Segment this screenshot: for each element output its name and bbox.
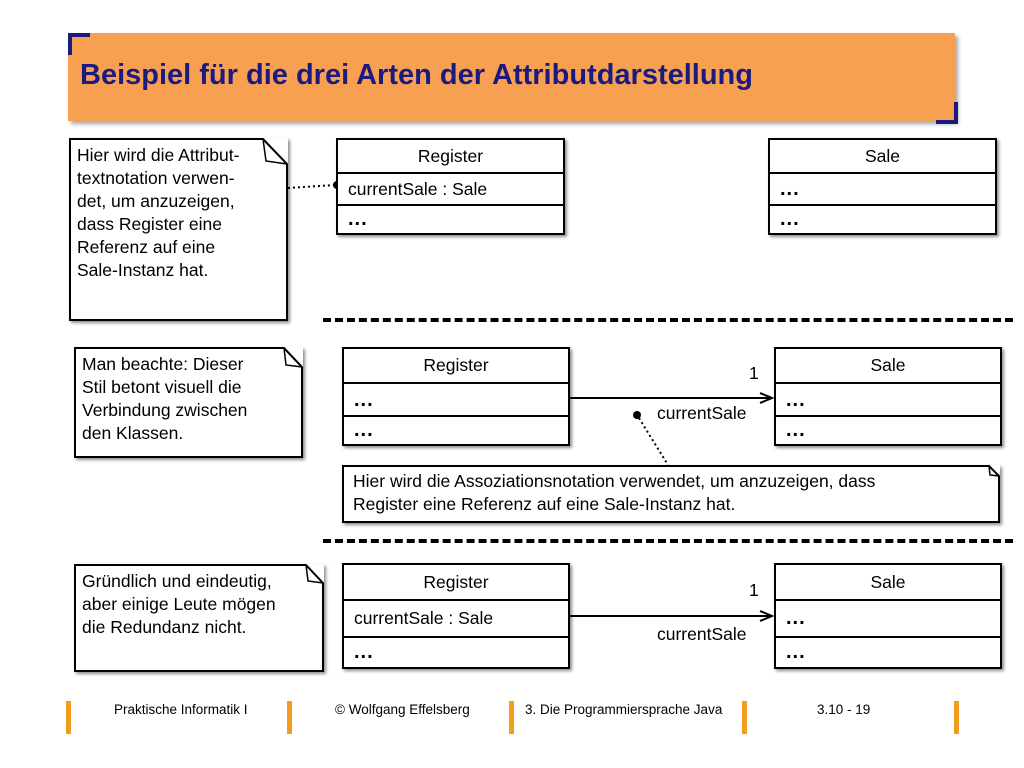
note-association-notation: Hier wird die Assoziationsnotation verwe… — [342, 465, 1000, 523]
class-name: Register — [423, 572, 489, 592]
note-frame-icon — [69, 138, 288, 321]
class-operations: ... — [776, 636, 1000, 667]
footer-author: © Wolfgang Effelsberg — [335, 702, 470, 717]
class-name: Sale — [870, 572, 906, 592]
role-label: currentSale — [657, 624, 747, 644]
footer-bar — [509, 701, 514, 734]
class-operations: ... — [344, 415, 568, 444]
class-attributes: ... — [776, 382, 1000, 415]
note-text: Gründlich und eindeutig,aber einige Leut… — [82, 571, 276, 637]
footer-bar — [742, 701, 747, 734]
class-register-2: Register ... ... — [342, 347, 570, 446]
multiplicity-label: 1 — [749, 363, 759, 383]
class-sale-1: Sale ... ... — [768, 138, 997, 235]
footer-chapter: 3. Die Programmiersprache Java — [525, 702, 723, 717]
note-text: Hier wird die Assoziationsnotation verwe… — [353, 471, 876, 514]
association-arrowhead-2 — [759, 392, 775, 404]
footer-bar — [287, 701, 292, 734]
multiplicity-label: 1 — [749, 580, 759, 600]
class-attributes: currentSale : Sale — [338, 172, 563, 204]
footer-page-number: 3.10 - 19 — [817, 702, 871, 717]
class-name: Sale — [870, 355, 906, 375]
section-separator-1 — [323, 318, 1013, 322]
class-attributes: ... — [344, 382, 568, 415]
section-separator-2 — [323, 539, 1013, 543]
note-anchor-dot-2 — [633, 411, 641, 419]
title-bar: Beispiel für die drei Arten der Attribut… — [68, 33, 955, 121]
note-anchor-line-2 — [638, 417, 669, 466]
class-operations: ... — [770, 204, 995, 233]
class-attributes: currentSale : Sale — [344, 599, 568, 636]
note-text: Hier wird die Attribut-textnotation verw… — [77, 145, 240, 280]
note-frame-icon — [74, 564, 324, 672]
note-attribute-text: Hier wird die Attribut-textnotation verw… — [69, 138, 288, 321]
note-anchor-line-1 — [287, 184, 336, 189]
title-corner-top-left — [68, 33, 90, 55]
note-redundancy: Gründlich und eindeutig,aber einige Leut… — [74, 564, 324, 672]
class-operations: ... — [776, 415, 1000, 444]
class-name: Register — [423, 355, 489, 375]
class-register-3: Register currentSale : Sale ... — [342, 563, 570, 669]
note-frame-icon — [342, 465, 1000, 523]
slide-title: Beispiel für die drei Arten der Attribut… — [80, 59, 753, 91]
class-operations: ... — [344, 636, 568, 667]
class-sale-3: Sale ... ... — [774, 563, 1002, 669]
note-frame-icon — [74, 347, 303, 458]
title-corner-bottom-right — [936, 102, 958, 124]
association-arrowhead-3 — [759, 610, 775, 622]
class-operations: ... — [338, 204, 563, 233]
class-register-1: Register currentSale : Sale ... — [336, 138, 565, 235]
footer-course: Praktische Informatik I — [114, 702, 248, 717]
class-sale-2: Sale ... ... — [774, 347, 1002, 446]
class-name: Register — [417, 146, 484, 166]
class-attributes: ... — [776, 599, 1000, 636]
class-attributes: ... — [770, 172, 995, 204]
class-name: Sale — [864, 146, 901, 166]
role-label: currentSale — [657, 403, 747, 423]
footer-bar — [954, 701, 959, 734]
footer-bar — [66, 701, 71, 734]
